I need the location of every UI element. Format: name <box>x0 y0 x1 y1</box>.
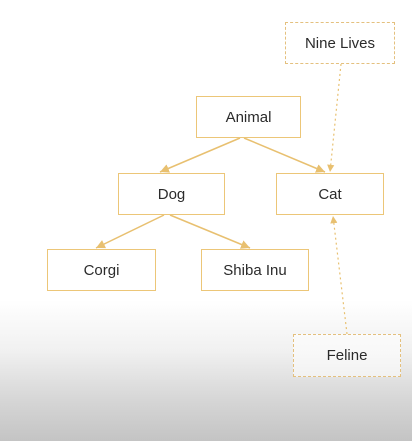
edge-nine-lives-cat <box>327 63 342 173</box>
node-corgi: Corgi <box>47 249 156 291</box>
edge-animal-dog <box>159 137 241 173</box>
edge-animal-cat <box>243 137 326 173</box>
node-dog: Dog <box>118 173 225 215</box>
edge-dog-corgi <box>95 214 165 249</box>
node-shiba-inu: Shiba Inu <box>201 249 309 291</box>
edge-dog-shiba-inu <box>169 214 251 249</box>
node-nine-lives: Nine Lives <box>285 22 395 64</box>
edge-feline-cat <box>330 215 348 335</box>
node-animal: Animal <box>196 96 301 138</box>
node-feline: Feline <box>293 334 401 377</box>
node-cat: Cat <box>276 173 384 215</box>
